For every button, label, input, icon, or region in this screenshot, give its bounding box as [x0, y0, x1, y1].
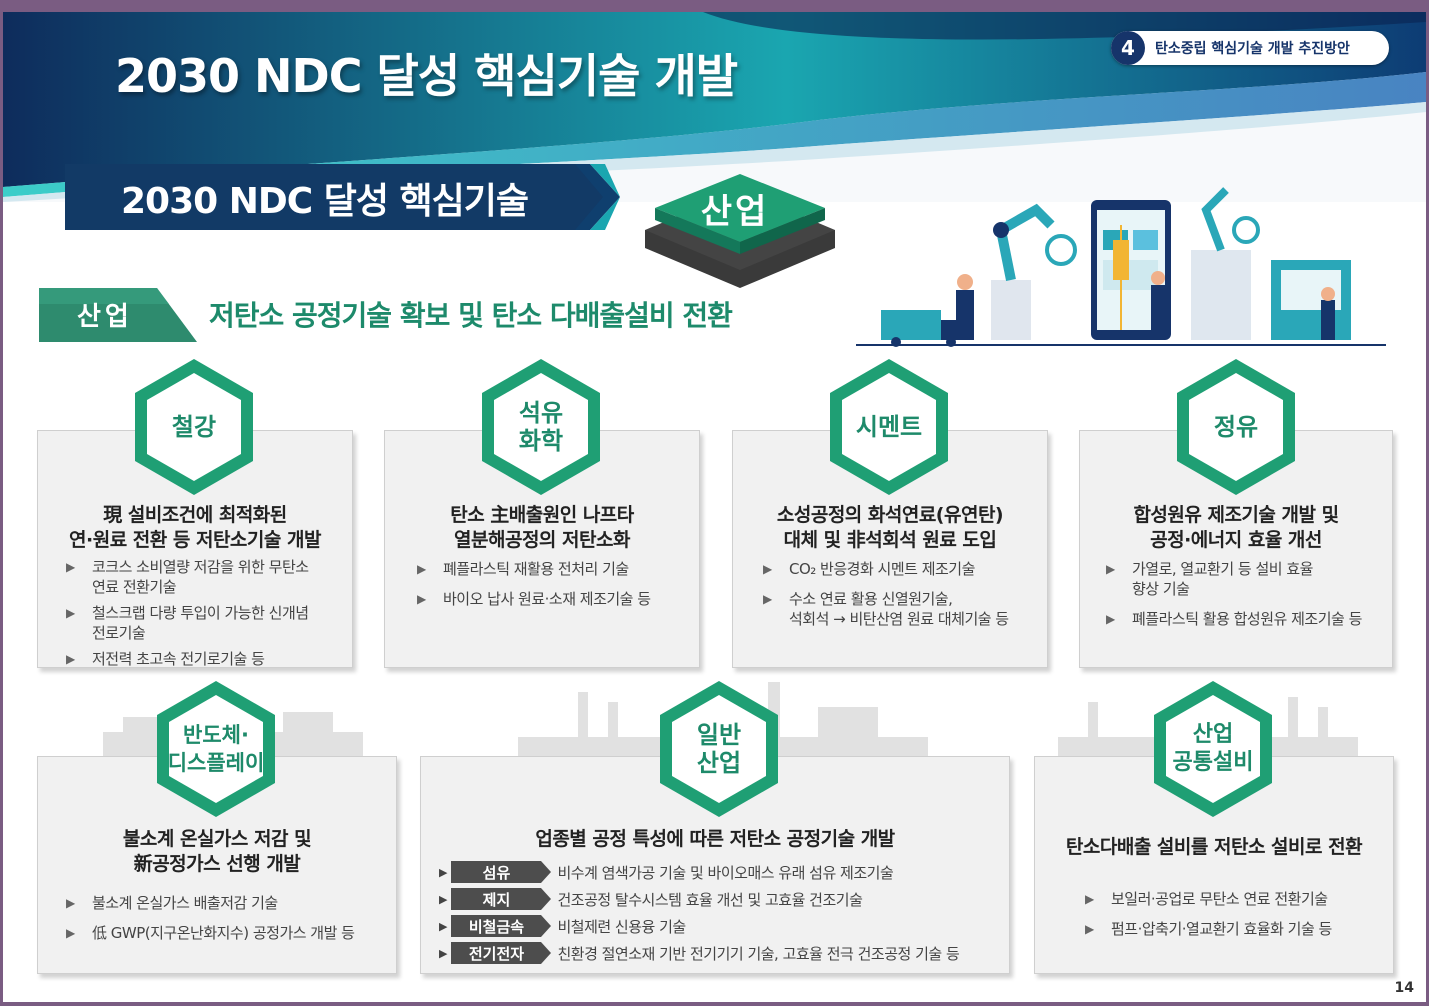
industry-desc: 건조공정 탈수시스템 효율 개선 및 고효율 건조기술	[557, 890, 863, 909]
industry-desc: 친환경 절연소재 기반 전기기기 기술, 고효율 전극 건조공정 기술 등	[557, 944, 960, 963]
bullet-list: 폐플라스틱 재활용 전처리 기술 바이오 납사 원료·소재 제조기술 등	[417, 559, 697, 615]
hex-badge-semiconductor: 반도체· 디스플레이	[153, 679, 279, 819]
sector-tile	[645, 174, 835, 288]
hex-label: 시멘트	[855, 413, 923, 441]
smart-factory-illustration	[856, 187, 1386, 347]
industry-tag: 전기전자	[451, 942, 552, 964]
page-number: 14	[1394, 980, 1414, 996]
hex-label: 화학	[518, 427, 564, 455]
industry-tag: 섬유	[451, 861, 552, 883]
page-title: 2030 NDC 달성 핵심기술 개발	[115, 49, 738, 103]
hex-label: 산업	[1192, 722, 1234, 747]
chapter-badge: 4 탄소중립 핵심기술 개발 추진방안	[1111, 31, 1389, 65]
bullet-item: 불소계 온실가스 배출저감 기술	[66, 893, 396, 913]
hex-label: 공통설비	[1172, 750, 1254, 775]
bullet-item: 바이오 납사 원료·소재 제조기술 등	[417, 589, 697, 609]
bullet-list: 불소계 온실가스 배출저감 기술 低 GWP(지구온난화지수) 공정가스 개발 …	[66, 893, 396, 949]
industry-desc: 비수계 염색가공 기술 및 바이오매스 유래 섬유 제조기술	[557, 863, 894, 882]
sector-tile-label: 산업	[700, 192, 770, 232]
category-tag-label: 산업	[77, 302, 133, 332]
hex-label: 철강	[171, 413, 217, 441]
bullet-item: CO₂ 반응경화 시멘트 제조기술	[763, 559, 1045, 579]
hex-label: 일반	[696, 721, 742, 749]
subtitle: 2030 NDC 달성 핵심기술	[121, 181, 529, 222]
slide: 2030 NDC 달성 핵심기술 개발 4 탄소중립 핵심기술 개발 추진방안 …	[3, 12, 1426, 1002]
hex-label: 디스플레이	[167, 751, 265, 775]
hex-badge-steel: 철강	[131, 357, 257, 497]
category-headline: 저탄소 공정기술 확보 및 탄소 다배출설비 전환	[209, 299, 733, 332]
bullet-list: CO₂ 반응경화 시멘트 제조기술 수소 연료 활용 신열원기술,석회석 → 비…	[763, 559, 1045, 635]
hex-label: 석유	[518, 399, 564, 427]
bullet-item: 폐플라스틱 재활용 전처리 기술	[417, 559, 697, 579]
card-heading: 소성공정의 화석연료(유연탄)대체 및 非석회석 원료 도입	[776, 504, 1004, 551]
industry-desc: 비철제련 신용융 기술	[557, 917, 686, 936]
hex-label: 반도체·	[183, 723, 249, 747]
bullet-item: 펌프·압축기·열교환기 효율화 기술 등	[1085, 919, 1385, 939]
hex-badge-refinery: 정유	[1173, 357, 1299, 497]
hex-label: 산업	[696, 749, 742, 777]
industry-tag: 비철금속	[451, 915, 552, 937]
hex-badge-cement: 시멘트	[826, 357, 952, 497]
category-tag	[39, 288, 197, 342]
chapter-number: 4	[1111, 31, 1145, 65]
card-heading: 업종별 공정 특성에 따른 저탄소 공정기술 개발	[535, 828, 895, 850]
bullet-list: 보일러·공업로 무탄소 연료 전환기술 펌프·압축기·열교환기 효율화 기술 등	[1085, 889, 1385, 945]
subtitle-ribbon	[65, 164, 620, 230]
industry-tag: 제지	[451, 888, 552, 910]
bullet-item: 보일러·공업로 무탄소 연료 전환기술	[1085, 889, 1385, 909]
bullet-item: 폐플라스틱 활용 합성원유 제조기술 등	[1106, 609, 1390, 629]
hex-label: 정유	[1213, 413, 1259, 441]
card-heading: 탄소다배출 설비를 저탄소 설비로 전환	[1065, 836, 1363, 858]
bullet-item: 低 GWP(지구온난화지수) 공정가스 개발 등	[66, 923, 396, 943]
chapter-title: 탄소중립 핵심기술 개발 추진방안	[1155, 41, 1350, 57]
bullet-item: 수소 연료 활용 신열원기술,석회석 → 비탄산염 원료 대체기술 등	[763, 589, 1045, 629]
bullet-item: 저전력 초고속 전기로기술 등	[66, 649, 346, 669]
